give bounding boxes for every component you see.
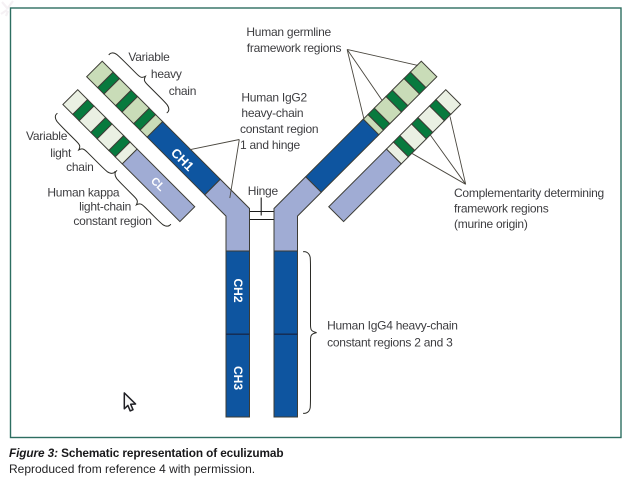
svg-text:Hinge: Hinge — [248, 184, 279, 198]
svg-text:CH2: CH2 — [231, 278, 245, 302]
svg-text:chain: chain — [66, 160, 93, 174]
svg-text:Human germline: Human germline — [246, 25, 331, 39]
svg-text:1 and hinge: 1 and hinge — [240, 138, 301, 152]
svg-text:constant region: constant region — [240, 122, 318, 136]
svg-text:framework regions: framework regions — [247, 41, 342, 55]
svg-text:chain: chain — [169, 84, 196, 98]
svg-text:Figure 3: Schematic representa: Figure 3: Schematic representation of ec… — [9, 446, 283, 460]
svg-text:Reproduced from reference 4 wi: Reproduced from reference 4 with permiss… — [9, 462, 255, 476]
svg-text:light: light — [50, 146, 72, 160]
svg-text:Human IgG4 heavy-chain: Human IgG4 heavy-chain — [327, 319, 458, 333]
svg-text:heavy-chain: heavy-chain — [241, 106, 303, 120]
svg-text:light-chain: light-chain — [79, 200, 131, 214]
svg-text:(murine origin): (murine origin) — [454, 217, 528, 231]
svg-text:Variable: Variable — [128, 50, 170, 64]
svg-text:Human IgG2: Human IgG2 — [241, 90, 307, 104]
svg-text:Complementarity determining: Complementarity determining — [454, 186, 604, 200]
svg-text:Human kappa: Human kappa — [47, 186, 120, 200]
svg-text:heavy: heavy — [151, 67, 182, 81]
svg-text:constant regions 2 and 3: constant regions 2 and 3 — [327, 335, 453, 349]
svg-text:Variable: Variable — [26, 129, 68, 143]
svg-text:CH3: CH3 — [231, 366, 245, 390]
svg-text:constant region: constant region — [73, 214, 151, 228]
svg-text:framework regions: framework regions — [454, 202, 549, 216]
